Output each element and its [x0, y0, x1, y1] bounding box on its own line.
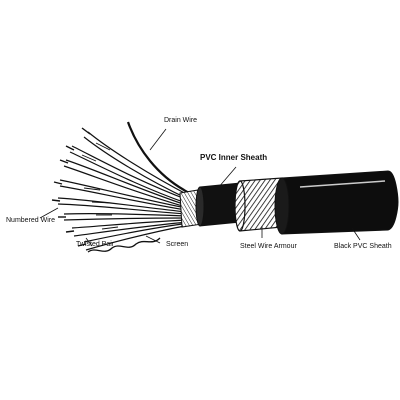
cores-group: [57, 131, 191, 251]
core-wire: [63, 165, 187, 208]
core-wire: [63, 213, 187, 217]
core-wire: [63, 217, 187, 221]
core-wire: [71, 145, 189, 201]
core-wire: [65, 159, 187, 206]
label-steel-wire-armour: Steel Wire Armour: [240, 243, 297, 250]
pvc-inner-sheath-body: [199, 182, 241, 227]
core-wire: [87, 131, 191, 197]
core-tips: [51, 127, 91, 247]
core-wire: [69, 151, 187, 204]
leader-lines: [39, 128, 361, 247]
core-wire: [59, 179, 187, 209]
wire-markings: [81, 142, 119, 230]
core-wire: [71, 219, 189, 229]
pvc-inner-sheath-end: [195, 186, 205, 227]
label-screen: Screen: [166, 241, 188, 248]
black-pvc-sheath-body: [281, 170, 399, 235]
black-pvc-sheath-end: [274, 177, 290, 235]
core-wire: [83, 136, 189, 200]
twisted-pair-wire: [87, 237, 161, 253]
steel-wire-armour-end: [234, 180, 246, 232]
core-wire: [57, 197, 187, 213]
core-wire: [59, 185, 187, 211]
sheath-highlight: [299, 180, 386, 188]
label-numbered-wire: Numbered Wire: [6, 217, 55, 224]
core-wire: [57, 203, 187, 215]
core-wire: [83, 222, 191, 243]
label-black-pvc-sheath: Black PVC Sheath: [334, 243, 392, 250]
label-drain-wire: Drain Wire: [164, 117, 197, 124]
label-twisted-pair: Twisted Pair: [76, 241, 115, 248]
core-wire: [85, 224, 191, 251]
core-wire: [73, 221, 189, 237]
label-pvc-inner-sheath: PVC Inner Sheath: [200, 153, 267, 162]
